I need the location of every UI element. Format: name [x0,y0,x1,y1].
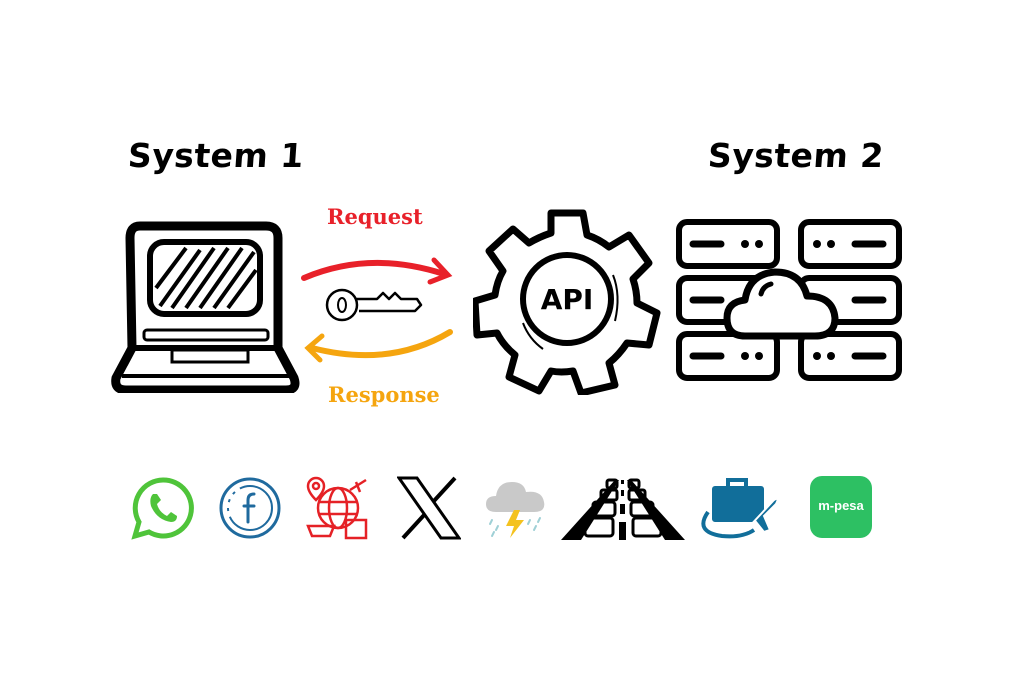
x-twitter-icon [397,476,461,540]
traffic-icon [561,476,685,540]
cloud-server-icon [675,218,905,383]
weather-storm-icon [484,476,548,540]
gear-icon: API [473,205,661,395]
system2-title: System 2 [706,136,886,175]
mpesa-icon: m-pesa [810,476,872,538]
api-label: API [541,283,594,316]
whatsapp-icon [131,476,195,540]
travel-logistics-icon [304,476,368,540]
facebook-icon [218,476,282,540]
system1-title: System 1 [126,136,306,175]
key-icon [325,285,425,325]
response-arrow [300,328,455,368]
travel-booking-icon [698,476,780,540]
mpesa-text: m-pesa [818,498,864,513]
response-label: Response [328,382,440,407]
request-label: Request [327,204,423,229]
request-arrow [300,250,455,290]
laptop-icon [110,218,300,393]
